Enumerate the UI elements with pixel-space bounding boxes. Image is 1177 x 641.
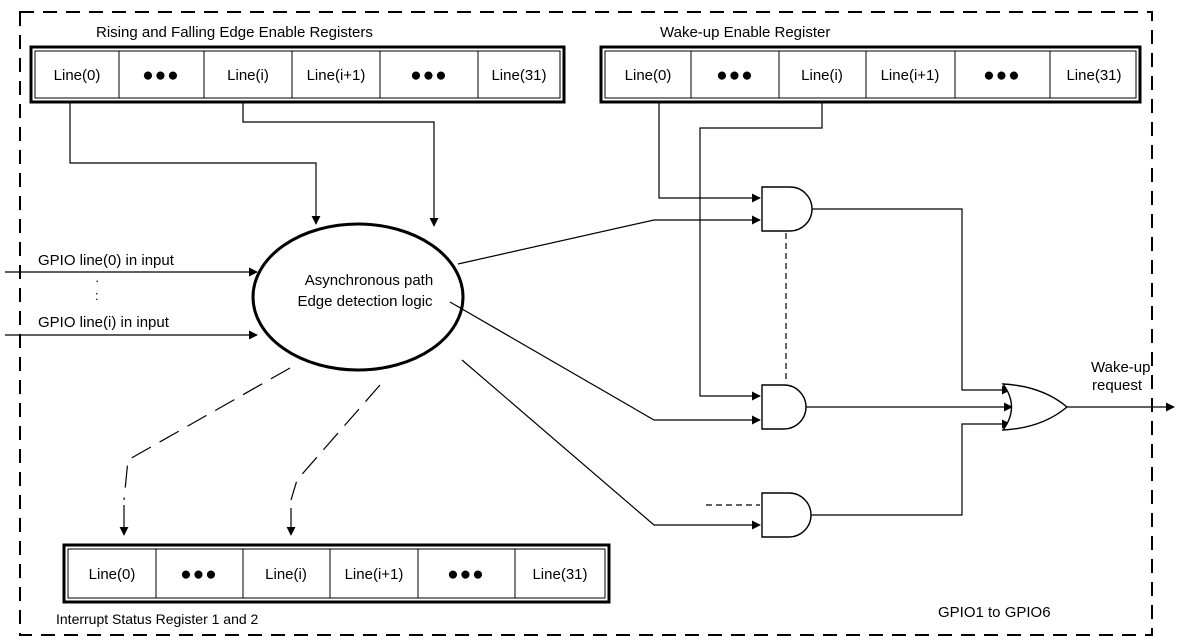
- wakeup-register-box: [599, 45, 1142, 104]
- connector-rf-line0: [69, 102, 321, 225]
- register-cell-linei1: Line(i+1): [345, 566, 404, 583]
- register-cell-linei: Line(i): [801, 67, 843, 84]
- register-cell-line0: Line(0): [89, 566, 136, 583]
- register-cell-line31: Line(31): [1066, 67, 1121, 84]
- rising-falling-register-box: [29, 45, 566, 104]
- connector-wu-line0: [658, 102, 761, 203]
- rising-falling-register-title: Rising and Falling Edge Enable Registers: [96, 24, 373, 41]
- and-gate-2: [761, 384, 807, 430]
- register-cell-ellipsis: ●●●: [410, 65, 447, 86]
- register-cell-ellipsis: ●●●: [716, 65, 753, 86]
- register-cell-ellipsis: ●●●: [983, 65, 1020, 86]
- wakeup-request-label-line2: request: [1092, 377, 1143, 394]
- register-cell-linei: Line(i): [227, 67, 269, 84]
- gpio-input-linei-label: GPIO line(i) in input: [38, 314, 170, 331]
- vertical-ellipsis: ·: [95, 273, 99, 288]
- wakeup-request-label-line1: Wake-up: [1091, 359, 1150, 376]
- gpio-input-line0-label: GPIO line(0) in input: [38, 252, 175, 269]
- edge-detection-logic: [251, 222, 465, 372]
- and-gate-3: [761, 492, 812, 538]
- connector-logic-to-isr-linei: [290, 384, 381, 501]
- register-cell-ellipsis: ●●●: [180, 564, 217, 585]
- rising-falling-edge-register: Rising and Falling Edge Enable Registers…: [29, 24, 566, 104]
- wakeup-register-title: Wake-up Enable Register: [660, 24, 830, 41]
- module-boundary: [19, 11, 1153, 636]
- register-cell-line0: Line(0): [54, 67, 101, 84]
- connector-and1-to-or: [812, 208, 1011, 395]
- connector-logic-to-and3: [461, 359, 761, 530]
- register-cell-linei1: Line(i+1): [307, 67, 366, 84]
- register-cell-line31: Line(31): [491, 67, 546, 84]
- register-cell-linei: Line(i): [265, 566, 307, 583]
- edge-logic-label-line2: Edge detection logic: [297, 293, 433, 310]
- register-cell-linei1: Line(i+1): [881, 67, 940, 84]
- edge-logic-label-line1: Asynchronous path: [305, 272, 433, 289]
- module-label: GPIO1 to GPIO6: [938, 604, 1051, 621]
- wakeup-enable-register: Wake-up Enable Register Line(0) ●●● Line…: [599, 24, 1142, 104]
- connector-and3-to-or: [811, 419, 1011, 516]
- or-gate: [1001, 383, 1069, 431]
- connector-logic-to-isr-line0: [123, 367, 291, 501]
- register-cell-ellipsis: ●●●: [447, 564, 484, 585]
- interrupt-register-box: [62, 543, 611, 604]
- interrupt-register-title: Interrupt Status Register 1 and 2: [56, 611, 259, 627]
- connector-logic-to-and2: [449, 301, 761, 425]
- register-cell-ellipsis: ●●●: [142, 65, 179, 86]
- connector-logic-to-and1: [457, 215, 761, 265]
- register-cell-line31: Line(31): [532, 566, 587, 583]
- interrupt-status-register: Line(0) ●●● Line(i) Line(i+1) ●●● Line(3…: [56, 543, 611, 627]
- register-cell-line0: Line(0): [625, 67, 672, 84]
- and-gate-1: [761, 186, 813, 232]
- connector-rf-linei: [242, 102, 439, 227]
- vertical-ellipsis: :: [95, 288, 99, 303]
- connector-wu-linei: [699, 102, 823, 401]
